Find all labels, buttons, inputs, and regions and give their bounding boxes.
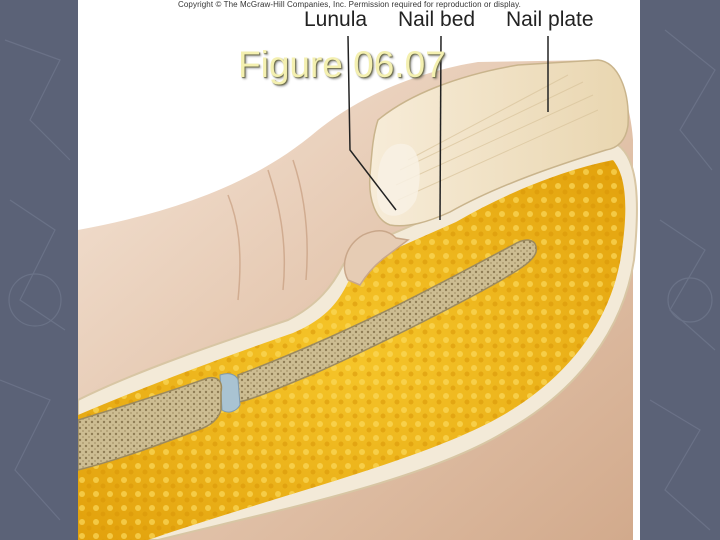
lunula-leader-line [347,35,397,211]
figure-panel: Copyright © The McGraw-Hill Companies, I… [78,0,640,540]
nail-striations [395,74,599,201]
middle-phalanx [78,376,223,471]
label-nail-plate: Nail plate [506,8,594,31]
nail-fold [343,230,410,286]
skin-creases [227,159,308,301]
fingertip-illustration [78,35,638,540]
leader-lines [347,35,549,221]
label-nail-bed: Nail bed [398,8,476,31]
joint-cartilage [219,373,241,413]
nail-plate [368,59,629,227]
nail-bed-leader-line [439,35,442,221]
distal-phalanx [237,239,537,403]
copyright-notice: Copyright © The McGraw-Hill Companies, I… [178,0,521,9]
label-lunula: Lunula [304,8,368,31]
slide-title: Figure 06.07 [238,44,446,85]
